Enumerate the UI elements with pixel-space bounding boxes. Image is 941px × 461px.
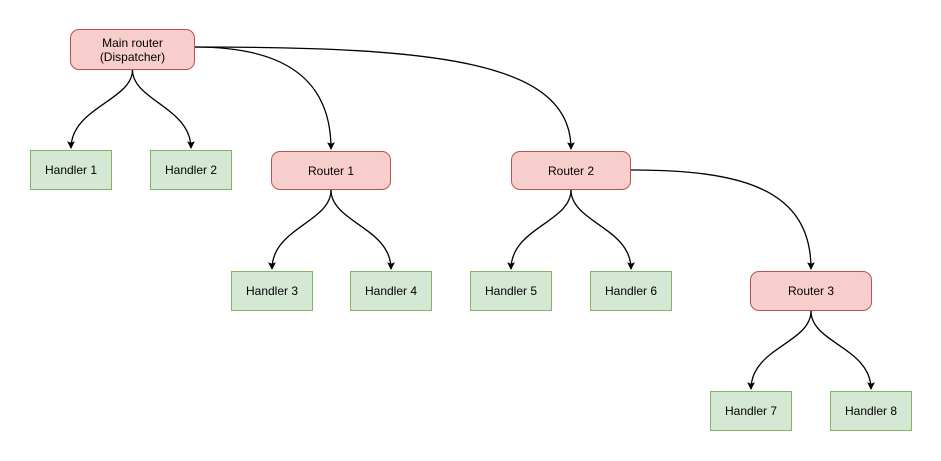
node-label-main-router: Main router (Dispatcher): [99, 35, 166, 64]
edge-main-router-to-handler-2: [131, 69, 195, 150]
node-main-router[interactable]: Main router (Dispatcher): [70, 29, 195, 70]
node-handler-7[interactable]: Handler 7: [710, 391, 792, 431]
node-handler-2[interactable]: Handler 2: [150, 150, 232, 190]
node-label-router-3: Router 3: [787, 284, 835, 298]
edge-router-2-to-handler-5: [507, 189, 572, 271]
node-label-handler-7: Handler 7: [724, 404, 778, 418]
edge-router-3-to-handler-8: [810, 310, 875, 391]
node-label-router-1: Router 1: [307, 163, 355, 178]
node-router-1[interactable]: Router 1: [271, 151, 391, 190]
edge-router-2-to-router-3: [630, 169, 815, 271]
node-label-handler-2: Handler 2: [164, 163, 218, 177]
node-label-handler-3: Handler 3: [245, 284, 299, 298]
node-handler-1[interactable]: Handler 1: [30, 150, 112, 190]
edge-main-router-to-handler-1: [67, 69, 134, 150]
edge-group: [67, 46, 875, 391]
edge-router-3-to-handler-7: [747, 310, 812, 391]
node-handler-8[interactable]: Handler 8: [830, 391, 912, 431]
edge-main-router-to-router-2: [194, 46, 575, 151]
node-router-2[interactable]: Router 2: [511, 151, 631, 190]
edge-main-router-to-router-1: [194, 46, 335, 151]
node-label-handler-1: Handler 1: [44, 163, 98, 177]
edge-router-1-to-handler-3: [268, 189, 332, 271]
node-handler-6[interactable]: Handler 6: [590, 271, 672, 311]
node-handler-5[interactable]: Handler 5: [470, 271, 552, 311]
edge-router-1-to-handler-4: [330, 189, 395, 271]
node-label-handler-8: Handler 8: [844, 404, 898, 418]
node-handler-3[interactable]: Handler 3: [231, 271, 313, 311]
node-router-3[interactable]: Router 3: [750, 271, 872, 311]
node-label-handler-4: Handler 4: [364, 284, 418, 298]
node-label-router-2: Router 2: [547, 163, 595, 178]
node-label-handler-6: Handler 6: [604, 284, 658, 298]
node-label-handler-5: Handler 5: [484, 284, 538, 298]
node-handler-4[interactable]: Handler 4: [350, 271, 432, 311]
edge-router-2-to-handler-6: [570, 189, 635, 271]
